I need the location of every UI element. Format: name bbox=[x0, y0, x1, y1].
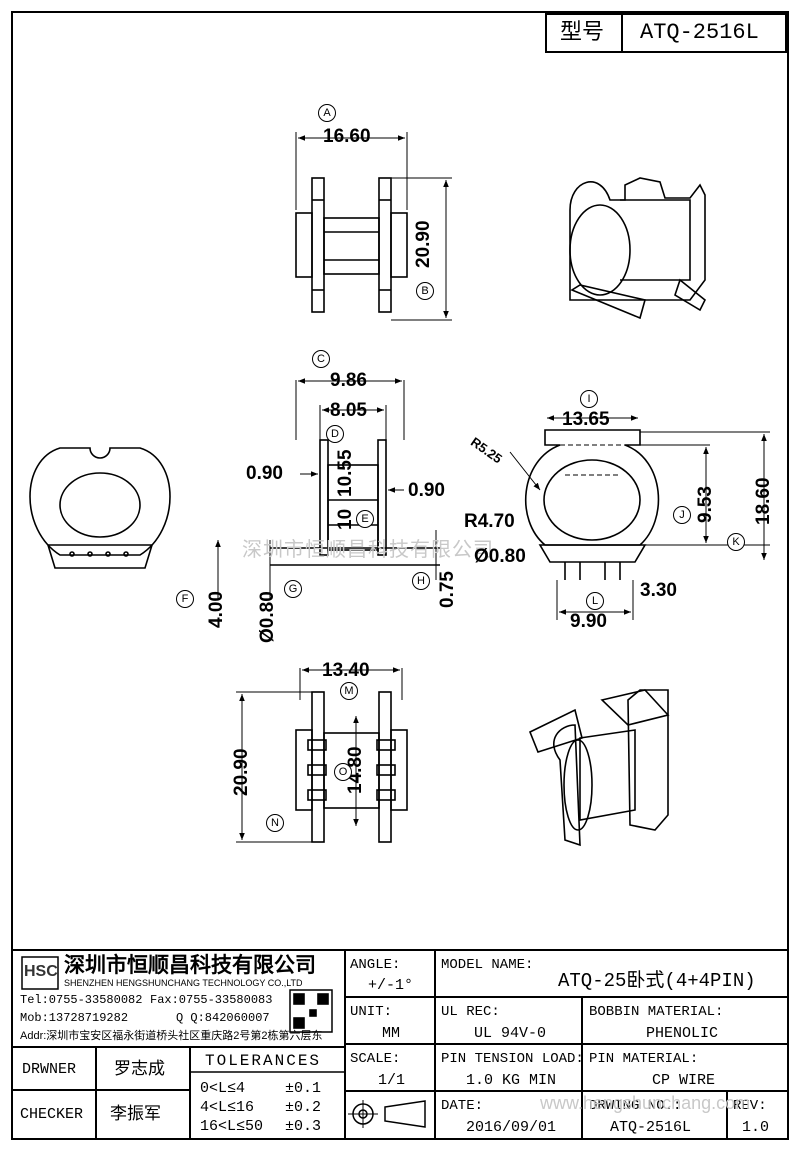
rev-label: REV: bbox=[733, 1098, 767, 1114]
dim-pin-span: 9.90 bbox=[570, 611, 607, 632]
drawer-label: DRWNER bbox=[22, 1061, 77, 1078]
angle-label: ANGLE: bbox=[350, 957, 401, 973]
dim-flange-left: 0.90 bbox=[246, 463, 283, 484]
bobbin-label: BOBBIN MATERIAL: bbox=[589, 1004, 724, 1020]
label-m-circle: M bbox=[340, 682, 358, 700]
dim-pin-dia-front: Ø0.80 bbox=[257, 591, 278, 643]
iso-view-bottom bbox=[528, 689, 670, 847]
drawer-name: 罗志成 bbox=[114, 1059, 165, 1078]
checker-name: 李振军 bbox=[110, 1104, 161, 1123]
ul-value: UL 94V-0 bbox=[474, 1025, 547, 1042]
company-logo: HSC bbox=[24, 963, 58, 980]
bobbin-value: PHENOLIC bbox=[646, 1025, 719, 1042]
tol-range-3: 16<L≤50 bbox=[200, 1118, 264, 1135]
label-k-circle: K bbox=[727, 533, 745, 551]
dim-side-width: 13.65 bbox=[562, 409, 610, 430]
dim-top-height: 20.90 bbox=[413, 220, 434, 268]
drawing-frame bbox=[11, 11, 789, 1140]
dim-height-to-pin: 4.00 bbox=[206, 591, 227, 628]
label-b-circle: B bbox=[416, 282, 434, 300]
left-side-view bbox=[29, 447, 171, 569]
rev-value: 1.0 bbox=[742, 1119, 770, 1136]
bottom-view bbox=[236, 667, 408, 843]
drawing-value: ATQ-2516L bbox=[610, 1119, 692, 1136]
dim-front-inner: 8.05 bbox=[330, 400, 367, 421]
label-d-circle: D bbox=[326, 425, 344, 443]
tol-value-3: ±0.3 bbox=[285, 1118, 322, 1135]
label-i-circle: I bbox=[580, 390, 598, 408]
model-code: ATQ-2516L bbox=[640, 20, 759, 45]
dim-flange-right: 0.90 bbox=[408, 480, 445, 501]
label-c-circle: C bbox=[312, 350, 330, 368]
dim-core-a: 10.55 bbox=[335, 449, 356, 497]
drawing-label: DRWING NO.: bbox=[589, 1098, 682, 1114]
dim-front-outer: 9.86 bbox=[330, 370, 367, 391]
scale-label: SCALE: bbox=[350, 1051, 401, 1067]
dim-inner-height: 9.53 bbox=[695, 486, 716, 523]
dim-pin-pitch: 3.30 bbox=[640, 580, 677, 601]
company-tel: Tel:0755-33580082 bbox=[20, 993, 143, 1007]
tension-value: 1.0 KG MIN bbox=[466, 1072, 557, 1089]
label-o-circle: O bbox=[334, 763, 352, 781]
label-a-circle: A bbox=[318, 104, 336, 122]
pin-label: PIN MATERIAL: bbox=[589, 1051, 699, 1067]
tol-range-1: 0<L≤4 bbox=[200, 1080, 246, 1097]
pin-value: CP WIRE bbox=[652, 1072, 716, 1089]
company-mob: Mob:13728719282 bbox=[20, 1011, 129, 1025]
right-side-view bbox=[509, 415, 770, 620]
date-label: DATE: bbox=[441, 1098, 484, 1114]
date-value: 2016/09/01 bbox=[466, 1119, 557, 1136]
model-name-value: ATQ-25卧式(4+4PIN) bbox=[558, 970, 756, 992]
tol-value-2: ±0.2 bbox=[285, 1099, 322, 1116]
tension-label: PIN TENSION LOAD: bbox=[441, 1051, 584, 1067]
label-j-circle: J bbox=[673, 506, 691, 524]
ul-label: UL REC: bbox=[441, 1004, 500, 1020]
label-g-circle: G bbox=[284, 580, 302, 598]
dim-bottom-height: 20.90 bbox=[231, 748, 252, 796]
iso-view-top bbox=[569, 177, 707, 320]
dim-radius-bottom: R4.70 bbox=[464, 511, 515, 532]
label-h-circle: H bbox=[412, 572, 430, 590]
label-n-circle: N bbox=[266, 814, 284, 832]
unit-value: MM bbox=[382, 1025, 401, 1042]
model-name-label: MODEL NAME: bbox=[441, 957, 534, 973]
checker-label: CHECKER bbox=[20, 1106, 84, 1123]
company-addr: Addr:深圳市宝安区福永街道桥头社区重庆路2号第2栋第六层东 bbox=[20, 1030, 323, 1042]
front-view bbox=[215, 378, 440, 600]
company-fax: Fax:0755-33580083 bbox=[150, 993, 273, 1007]
watermark-center: 深圳市恒顺昌科技有限公司 bbox=[242, 539, 494, 561]
dim-base: 0.75 bbox=[437, 571, 458, 608]
company-name-en: SHENZHEN HENGSHUNCHANG TECHNOLOGY CO.,LT… bbox=[64, 978, 303, 988]
dim-bottom-width: 13.40 bbox=[322, 660, 370, 681]
dim-top-width: 16.60 bbox=[323, 126, 371, 147]
dim-pin-dia-side: Ø0.80 bbox=[474, 546, 526, 567]
scale-value: 1/1 bbox=[378, 1072, 406, 1089]
dim-core-b: 10 bbox=[335, 508, 356, 530]
title-block-grid bbox=[13, 949, 787, 1138]
tolerances-title: TOLERANCES bbox=[205, 1052, 322, 1070]
tol-range-2: 4<L≤16 bbox=[200, 1099, 255, 1116]
company-name-cn: 深圳市恒顺昌科技有限公司 bbox=[64, 954, 316, 977]
label-f-circle: F bbox=[176, 590, 194, 608]
type-label: 型号 bbox=[560, 19, 605, 44]
watermark-footer: www.hengshunchang.com bbox=[540, 1093, 751, 1113]
tol-value-1: ±0.1 bbox=[285, 1080, 322, 1097]
label-l-circle: L bbox=[586, 592, 604, 610]
header-box bbox=[545, 13, 787, 53]
angle-value: +/-1° bbox=[368, 977, 414, 994]
unit-label: UNIT: bbox=[350, 1004, 393, 1020]
top-view bbox=[295, 132, 452, 321]
label-e-circle: E bbox=[356, 510, 374, 528]
dim-outer-height: 18.60 bbox=[753, 477, 774, 525]
company-qq: Q Q:842060007 bbox=[176, 1011, 270, 1025]
